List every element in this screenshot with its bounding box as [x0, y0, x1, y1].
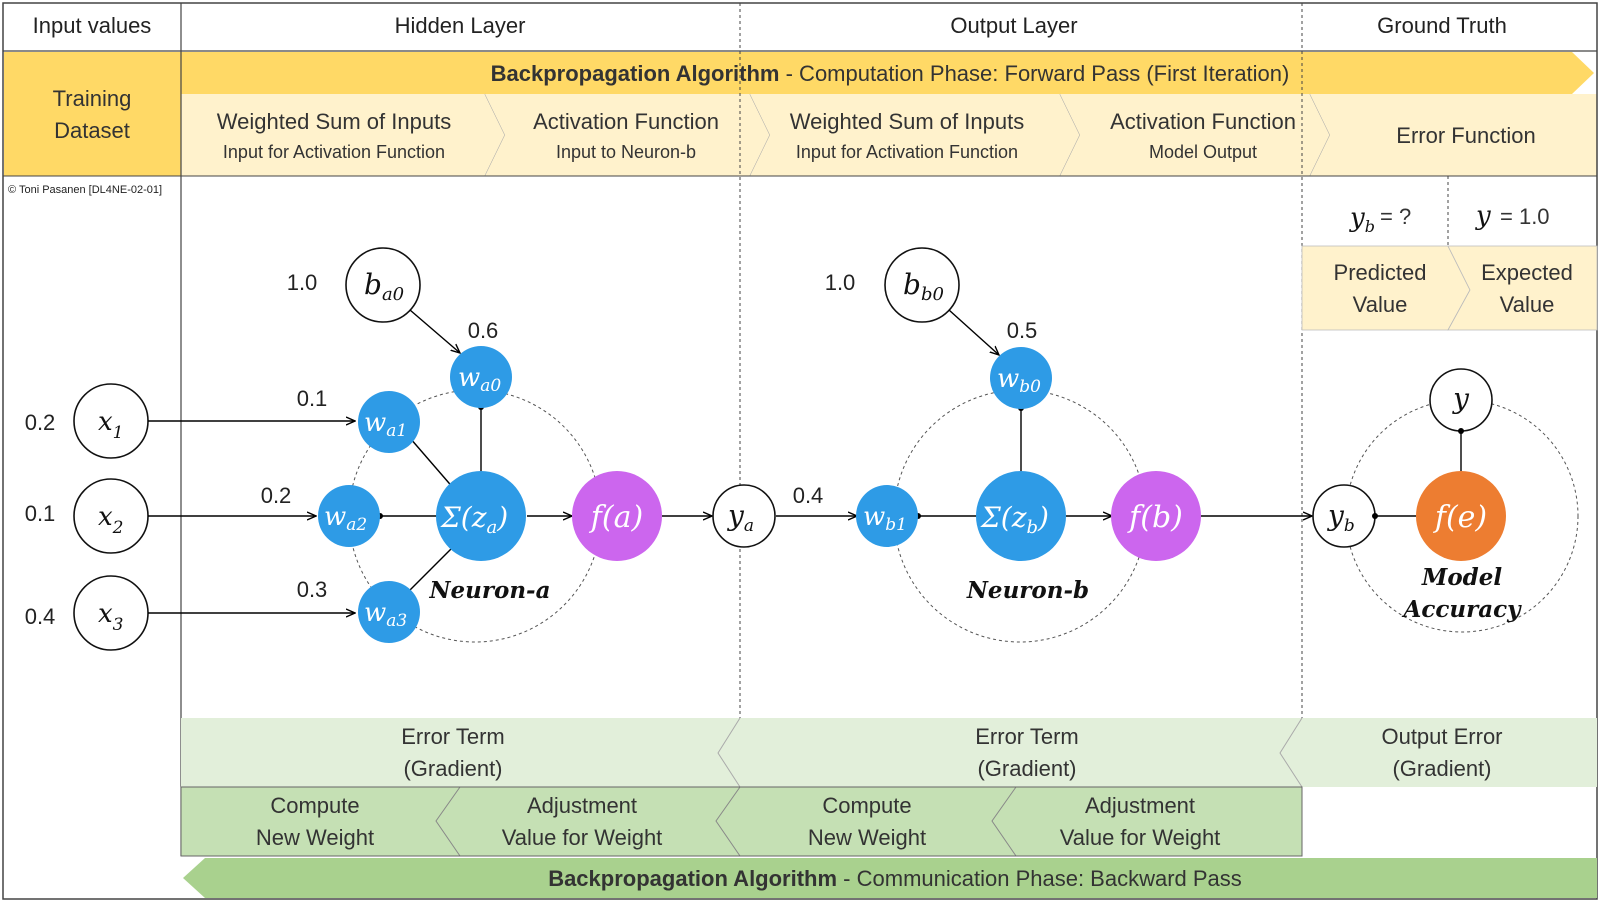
input-node-x2-label: x2	[98, 502, 124, 538]
input-1-value: 0.2	[25, 410, 56, 435]
input-nodes: 0.2 0.1 0.4 x1 x2 x3	[25, 383, 149, 651]
weight-node-wa2-label: wa2	[324, 502, 367, 535]
svg-text:Backpropagation Algorithm - Co: Backpropagation Algorithm - Communicatio…	[548, 866, 1242, 891]
expected-label-2: Value	[1500, 292, 1555, 317]
expected-label-1: Expected	[1481, 260, 1573, 285]
backward-term-3-line2: (Gradient)	[1392, 756, 1491, 781]
backward-step-2-line1: Adjustment	[527, 793, 637, 818]
copyright-text: © Toni Pasanen [DL4NE-02-01]	[8, 184, 162, 196]
forward-step-3-sub: Input for Activation Function	[796, 142, 1018, 162]
predicted-label-1: Predicted	[1334, 260, 1427, 285]
backward-step-1-line1: Compute	[270, 793, 359, 818]
model-accuracy-line2: Accuracy	[1402, 596, 1523, 623]
sum-node-a-label: Σ(za)	[440, 501, 508, 538]
neuron-b-label: Neuron-b	[966, 577, 1089, 604]
weight-node-wb1	[856, 485, 918, 547]
forward-step-4-title: Activation Function	[1110, 109, 1296, 134]
forward-step-2-sub: Input to Neuron-b	[556, 142, 696, 162]
backward-terms: Error Term (Gradient) Error Term (Gradie…	[181, 717, 1597, 788]
predicted-symbol: yb	[1349, 203, 1375, 236]
forward-step-1-sub: Input for Activation Function	[223, 142, 445, 162]
weight-node-wb0	[990, 347, 1052, 409]
bias-a-value: 1.0	[287, 270, 318, 295]
neuron-a-label: Neuron-a	[428, 577, 550, 604]
neuron-b: 0.4 1.0 bb0 0.5 wb0 wb1 Σ(zb) f(b) Neuro…	[776, 247, 1312, 643]
backward-term-2-line2: (Gradient)	[977, 756, 1076, 781]
backward-term-1-line2: (Gradient)	[403, 756, 502, 781]
sum-node-b	[976, 471, 1066, 561]
backward-step-3-line2: New Weight	[808, 825, 926, 850]
header-hidden-layer: Hidden Layer	[395, 13, 526, 38]
error-activation-label: f(e)	[1433, 500, 1487, 535]
weight-node-wa1	[358, 391, 420, 453]
weight-a0-value: 0.6	[468, 318, 499, 343]
forward-step-5-title: Error Function	[1396, 123, 1535, 148]
bias-node-b	[884, 247, 960, 323]
backward-banner-rest: - Communication Phase: Backward Pass	[837, 866, 1242, 891]
training-dataset-line1: Training	[53, 86, 132, 111]
activation-node-a-label: f(a)	[589, 500, 643, 535]
predicted-label-2: Value	[1353, 292, 1408, 317]
weight-a2-value: 0.2	[261, 483, 292, 508]
weight-b1-value: 0.4	[793, 483, 824, 508]
header-input-values: Input values	[33, 13, 152, 38]
svg-text:Backpropagation Algorithm - Co: Backpropagation Algorithm - Computation …	[491, 61, 1290, 86]
expected-equation: = 1.0	[1500, 204, 1550, 229]
forward-banner-rest: - Computation Phase: Forward Pass (First…	[780, 61, 1290, 86]
input-node-x3-label: x3	[98, 599, 124, 635]
neuron-a: 0.1 0.2 0.3 1.0 ba0 0.6 wa0 wa1 wa2 wa3 …	[148, 247, 712, 643]
weight-node-wa2	[318, 485, 380, 547]
training-dataset-block: Training Dataset	[4, 52, 181, 176]
weight-b0-value: 0.5	[1007, 318, 1038, 343]
error-function-node: yb y f(e) Model Accuracy	[1312, 368, 1579, 633]
backward-step-3-line1: Compute	[822, 793, 911, 818]
bias-b-value: 1.0	[825, 270, 856, 295]
weight-node-wb0-label: wb0	[997, 364, 1041, 397]
sum-node-a	[436, 471, 526, 561]
header-output-layer: Output Layer	[950, 13, 1077, 38]
forward-step-4-sub: Model Output	[1149, 142, 1257, 162]
input-2-value: 0.1	[25, 501, 56, 526]
backward-steps: Compute New Weight Adjustment Value for …	[180, 786, 1303, 857]
forward-pass-banner: Backpropagation Algorithm - Computation …	[181, 52, 1594, 94]
ground-truth-panel: yb = ? y = 1.0 Predicted Value Expected …	[1301, 201, 1598, 331]
input-3-value: 0.4	[25, 604, 56, 629]
weight-node-wa1-label: wa1	[364, 408, 407, 441]
backward-banner-title: Backpropagation Algorithm	[548, 866, 837, 891]
backward-term-2-line1: Error Term	[975, 724, 1079, 749]
backward-step-1-line2: New Weight	[256, 825, 374, 850]
forward-steps: Weighted Sum of Inputs Input for Activat…	[181, 93, 1597, 177]
forward-step-1-title: Weighted Sum of Inputs	[217, 109, 451, 134]
header-row: Input values Hidden Layer Output Layer G…	[3, 3, 1597, 49]
forward-step-3-title: Weighted Sum of Inputs	[790, 109, 1024, 134]
output-node-ya	[712, 484, 776, 548]
backward-step-4-line1: Adjustment	[1085, 793, 1195, 818]
backward-pass-banner: Backpropagation Algorithm - Communicatio…	[183, 858, 1597, 898]
activation-node-b	[1111, 471, 1201, 561]
input-node-x1-label: x1	[98, 407, 124, 443]
header-ground-truth: Ground Truth	[1377, 13, 1507, 38]
weight-a3-value: 0.3	[297, 577, 328, 602]
weight-node-wa3	[358, 581, 420, 643]
backward-term-3-line1: Output Error	[1381, 724, 1502, 749]
bias-node-a	[345, 247, 421, 323]
activation-node-a	[572, 471, 662, 561]
error-activation-node	[1416, 471, 1506, 561]
predicted-equation: = ?	[1380, 204, 1411, 229]
backward-step-4-line2: Value for Weight	[1060, 825, 1221, 850]
activation-node-b-label: f(b)	[1127, 500, 1183, 535]
expected-symbol: y	[1475, 201, 1491, 231]
weight-node-wa0	[450, 346, 512, 408]
expected-node-y-label: y	[1451, 382, 1470, 415]
training-dataset-line2: Dataset	[54, 118, 130, 143]
forward-step-2-title: Activation Function	[533, 109, 719, 134]
forward-banner-title: Backpropagation Algorithm	[491, 61, 780, 86]
model-accuracy-line1: Model	[1421, 564, 1503, 591]
weight-a1-value: 0.1	[297, 386, 328, 411]
backward-term-1-line1: Error Term	[401, 724, 505, 749]
sum-node-b-label: Σ(zb)	[980, 501, 1049, 538]
backward-step-2-line2: Value for Weight	[502, 825, 663, 850]
